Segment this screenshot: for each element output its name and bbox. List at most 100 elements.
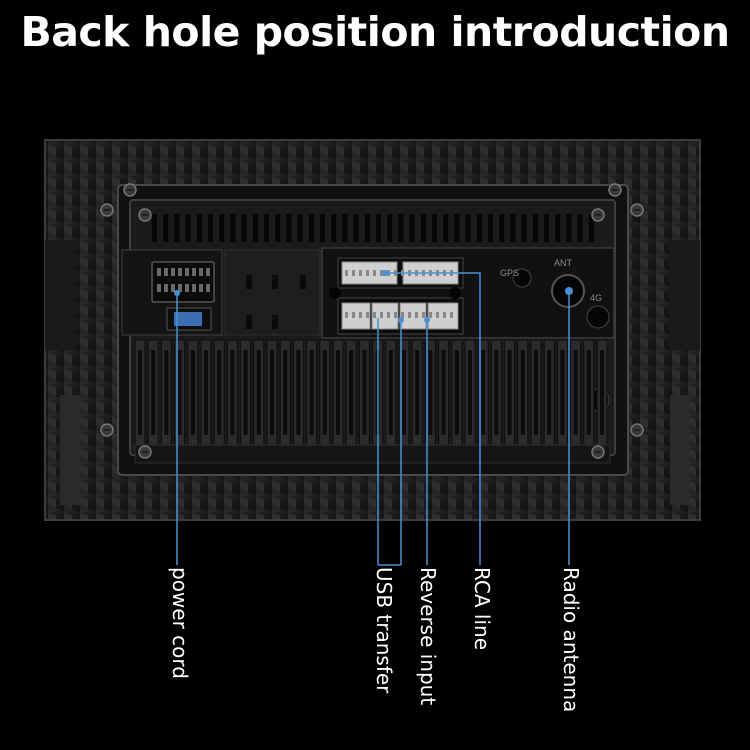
connector-pin bbox=[206, 268, 210, 276]
power-connector-block bbox=[121, 249, 223, 336]
connector-pin bbox=[352, 270, 355, 276]
connector-pin bbox=[436, 312, 439, 318]
fin-slot bbox=[402, 350, 406, 435]
connector-pin bbox=[373, 312, 376, 318]
vent-slot bbox=[196, 214, 202, 242]
connector-pin bbox=[401, 312, 404, 318]
fin-slot bbox=[190, 350, 195, 435]
vent-slot bbox=[555, 214, 561, 242]
connector-pin bbox=[443, 312, 446, 318]
fin-slot bbox=[547, 350, 552, 435]
fin-slot bbox=[507, 350, 512, 435]
fin-slot bbox=[468, 350, 472, 435]
fin-slot bbox=[230, 350, 235, 435]
connector-pin bbox=[415, 312, 418, 318]
connector-pin bbox=[450, 312, 453, 318]
vent-slot bbox=[398, 214, 404, 242]
vent-slot bbox=[353, 214, 359, 242]
vent-slot bbox=[152, 214, 157, 242]
fin-slot bbox=[164, 350, 169, 435]
callout-lines bbox=[174, 270, 573, 566]
fin-slot bbox=[362, 350, 367, 435]
vent-slot bbox=[264, 214, 269, 242]
gps-marking: GPS bbox=[500, 268, 519, 278]
fin-slot bbox=[204, 350, 208, 435]
fin-slot bbox=[586, 350, 591, 435]
connector-pin bbox=[359, 312, 362, 318]
fin-slot bbox=[520, 350, 525, 435]
connector-pin bbox=[366, 312, 369, 318]
connector-pin bbox=[192, 284, 196, 292]
connector-pin bbox=[352, 312, 355, 318]
reverse-input-label: Reverse input bbox=[416, 567, 440, 706]
vent-slot bbox=[208, 214, 213, 242]
vent-slot bbox=[544, 214, 549, 242]
vent-slot bbox=[465, 214, 471, 242]
fin-slot bbox=[388, 350, 393, 435]
connector-pin bbox=[164, 284, 168, 292]
radio-antenna-label: Radio antenna bbox=[559, 567, 583, 713]
connector-pin bbox=[199, 268, 203, 276]
vent-slot bbox=[364, 214, 370, 242]
connector-pin bbox=[171, 284, 175, 292]
vent-slot bbox=[499, 214, 505, 242]
fin-slot bbox=[349, 350, 354, 435]
fin-slot bbox=[441, 350, 446, 435]
fin-slot bbox=[283, 350, 288, 435]
fin-slot bbox=[138, 350, 142, 435]
vent-slot bbox=[588, 214, 594, 242]
fin-slot bbox=[573, 350, 578, 435]
connector-pin bbox=[164, 268, 168, 276]
connector-pin bbox=[178, 284, 182, 292]
fin-slot bbox=[270, 350, 274, 435]
vent-slot bbox=[420, 214, 426, 242]
connector-pin bbox=[380, 270, 383, 276]
vent-slot bbox=[510, 214, 516, 242]
connector-pin bbox=[178, 268, 182, 276]
connector-pin bbox=[394, 312, 397, 318]
fin-slot bbox=[243, 350, 248, 435]
connector-pin bbox=[206, 284, 210, 292]
multi-connector-block bbox=[321, 247, 615, 412]
vent-slot bbox=[409, 214, 415, 242]
vent-slot bbox=[521, 214, 527, 242]
rca-line-label: RCA line bbox=[470, 567, 494, 650]
fin-slot bbox=[296, 350, 301, 435]
connector-pin bbox=[199, 284, 203, 292]
vent-slot bbox=[174, 214, 180, 242]
heatsink-fins bbox=[134, 339, 608, 446]
connector-pin bbox=[359, 270, 362, 276]
connector-pin bbox=[345, 270, 348, 276]
vent-slot bbox=[532, 214, 538, 242]
fin-slot bbox=[600, 350, 604, 435]
connector-pin bbox=[192, 268, 196, 276]
vent-slot bbox=[320, 214, 325, 242]
vent-slot bbox=[488, 214, 493, 242]
fin-slot bbox=[534, 350, 538, 435]
connector-pin bbox=[171, 268, 175, 276]
vent-slot bbox=[275, 214, 281, 242]
vent-slot bbox=[241, 214, 247, 242]
connector-pin bbox=[366, 270, 369, 276]
connector-pin bbox=[185, 268, 189, 276]
connector-pin bbox=[408, 312, 411, 318]
connector-pin bbox=[387, 312, 390, 318]
fin-slot bbox=[256, 350, 261, 435]
vent-slot bbox=[308, 214, 314, 242]
fin-slot bbox=[336, 350, 340, 435]
vent-slot bbox=[376, 214, 381, 242]
fin-slot bbox=[309, 350, 314, 435]
vent-slot bbox=[387, 214, 393, 242]
vent-slot bbox=[230, 214, 236, 242]
vent-slot bbox=[476, 214, 482, 242]
vent-slot bbox=[432, 214, 437, 242]
fin-slot bbox=[415, 350, 420, 435]
fin-slot bbox=[217, 350, 222, 435]
vent-slot bbox=[454, 214, 460, 242]
connector-pin bbox=[422, 312, 425, 318]
vent-slot bbox=[577, 214, 583, 242]
vent-slot bbox=[297, 214, 303, 242]
top-vent-slots bbox=[152, 214, 594, 242]
vent-slot bbox=[286, 214, 292, 242]
